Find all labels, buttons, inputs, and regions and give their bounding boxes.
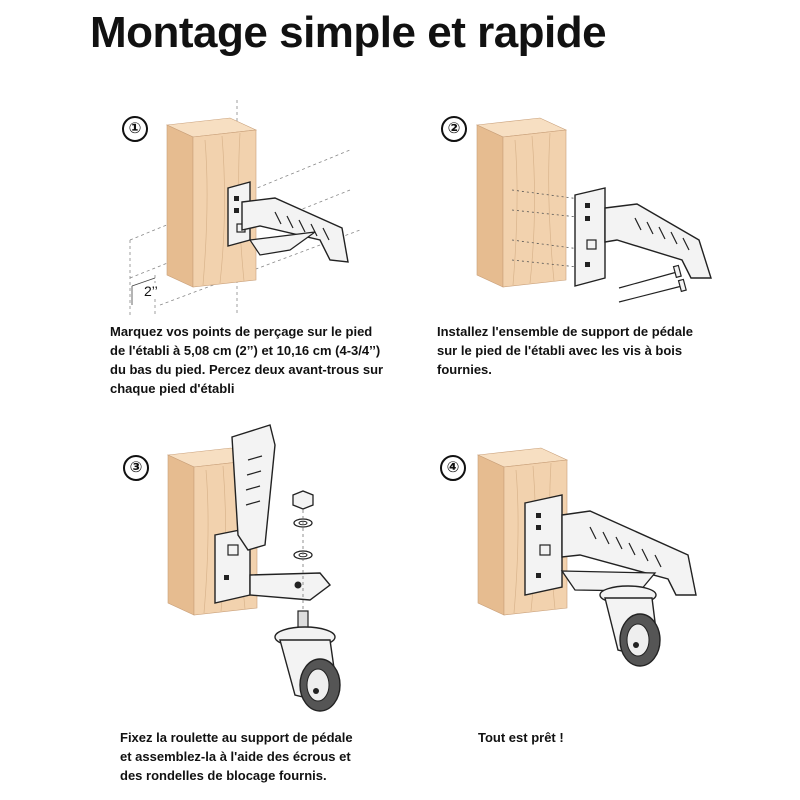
step-3: ③ Fixez la roulette au support de pédale…	[120, 415, 480, 795]
step-3-number: ③	[123, 455, 149, 481]
step-2-caption-line: fournies.	[437, 360, 693, 379]
step-3-illustration	[120, 415, 460, 715]
step-1-caption-line: de l'établi à 5,08 cm (2’’) et 10,16 cm …	[110, 341, 383, 360]
step-3-caption-line: des rondelles de blocage fournis.	[120, 766, 353, 785]
step-1-caption-line: du bas du pied. Percez deux avant-trous …	[110, 360, 383, 379]
step-4-caption-line: Tout est prêt !	[478, 728, 564, 747]
step-1-measure-label: 2’’	[143, 283, 159, 299]
step-4-number: ④	[440, 455, 466, 481]
step-4-illustration	[440, 415, 760, 695]
step-3-caption-line: Fixez la roulette au support de pédale	[120, 728, 353, 747]
step-2-caption-line: sur le pied de l'établi avec les vis à b…	[437, 341, 693, 360]
step-2-caption: Installez l'ensemble de support de pédal…	[437, 322, 693, 379]
step-1-illustration	[110, 100, 470, 330]
step-1-caption-line: chaque pied d'établi	[110, 379, 383, 398]
step-4: ④ Tout est prêt !	[440, 415, 800, 795]
step-2-caption-line: Installez l'ensemble de support de pédal…	[437, 322, 693, 341]
step-1-number: ①	[122, 116, 148, 142]
page-title: Montage simple et rapide	[90, 8, 606, 58]
step-3-caption: Fixez la roulette au support de pédale e…	[120, 728, 353, 785]
step-1-caption: Marquez vos points de perçage sur le pie…	[110, 322, 383, 398]
step-1-caption-line: Marquez vos points de perçage sur le pie…	[110, 322, 383, 341]
step-2-number: ②	[441, 116, 467, 142]
step-3-caption-line: et assemblez-la à l'aide des écrous et	[120, 747, 353, 766]
step-2-illustration	[437, 100, 777, 330]
step-4-caption: Tout est prêt !	[478, 728, 564, 747]
